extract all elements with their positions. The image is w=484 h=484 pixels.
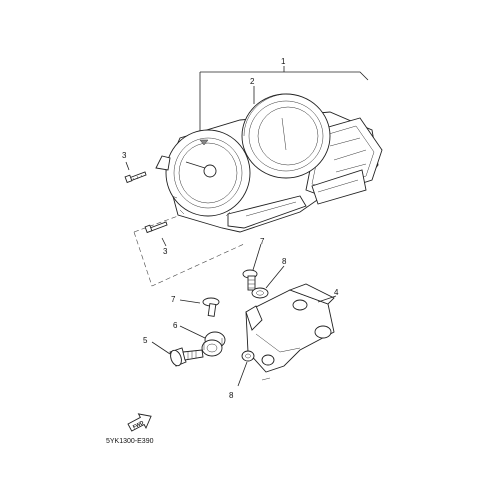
screw-5 xyxy=(151,341,204,367)
screw-3-lower xyxy=(144,221,168,247)
callout-8-upper: 8 xyxy=(282,257,287,266)
washer-8-upper xyxy=(251,265,285,299)
bolt-7-lower xyxy=(179,297,220,317)
speedometer-gauge xyxy=(241,93,331,179)
fwd-label: FWD xyxy=(132,420,145,431)
callout-5: 5 xyxy=(143,336,148,345)
grommet-6 xyxy=(179,325,226,357)
callout-2: 2 xyxy=(250,77,255,86)
callout-1-leader xyxy=(199,66,369,132)
screw-3-upper xyxy=(124,161,147,184)
callout-4: 4 xyxy=(334,288,339,297)
washer-8-lower xyxy=(237,350,255,387)
callout-7-upper: 7 xyxy=(260,237,265,246)
callout-8-lower: 8 xyxy=(229,391,234,400)
callout-6: 6 xyxy=(173,321,178,330)
callout-3-lower: 3 xyxy=(163,247,168,256)
mounting-outline xyxy=(133,215,245,287)
fwd-arrow: FWD xyxy=(127,413,152,432)
callout-3-upper: 3 xyxy=(122,151,127,160)
meter-assembly xyxy=(155,93,383,233)
bolt-7-upper xyxy=(242,243,262,291)
part-code: 5YK1300-E390 xyxy=(106,438,154,445)
callout-7-lower: 7 xyxy=(171,295,176,304)
callout-1: 1 xyxy=(281,57,286,66)
meter-bracket xyxy=(245,283,337,381)
